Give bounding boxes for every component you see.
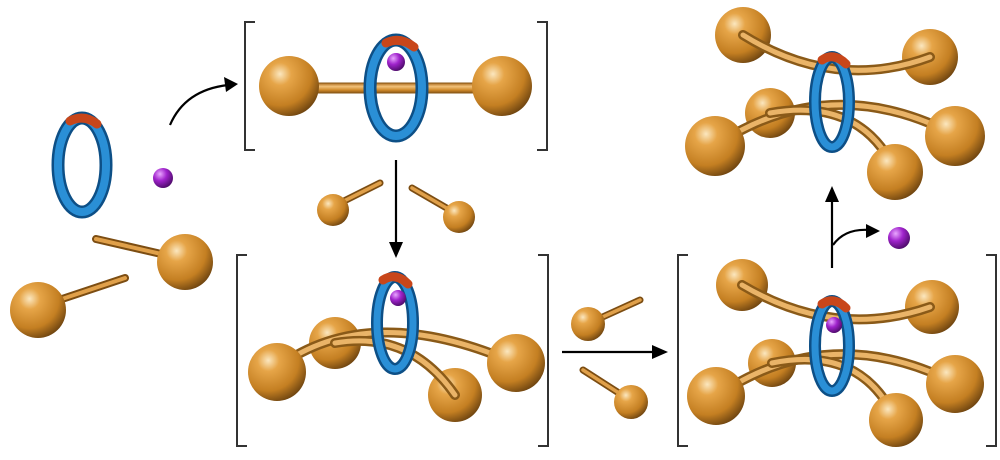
metal-ion (387, 53, 405, 71)
added-thread-pair (317, 179, 475, 233)
metal-ion (390, 290, 406, 306)
bracket-right (538, 254, 549, 447)
starting-materials (10, 111, 213, 338)
macrocycle-ring (51, 111, 113, 219)
arrow-up-with-release (825, 186, 880, 268)
metal-ion (826, 317, 842, 333)
bracket-left (244, 21, 255, 151)
added-thread-pair-2 (571, 296, 648, 419)
metal-ion (153, 168, 173, 188)
bracket-left (236, 254, 247, 447)
four-way-intermediate (236, 254, 549, 447)
thread-component (10, 274, 129, 338)
arrow-down (389, 160, 403, 258)
bracket-right (537, 21, 548, 151)
arrow-curved (168, 77, 238, 126)
pseudorotaxane-intermediate (244, 21, 548, 151)
bracket-right (986, 254, 997, 447)
arrow-right (562, 345, 668, 359)
released-ion (888, 227, 910, 249)
six-way-intermediate (677, 254, 997, 447)
bracket-left (677, 254, 688, 447)
final-product (685, 7, 985, 200)
thread-component (92, 234, 213, 290)
